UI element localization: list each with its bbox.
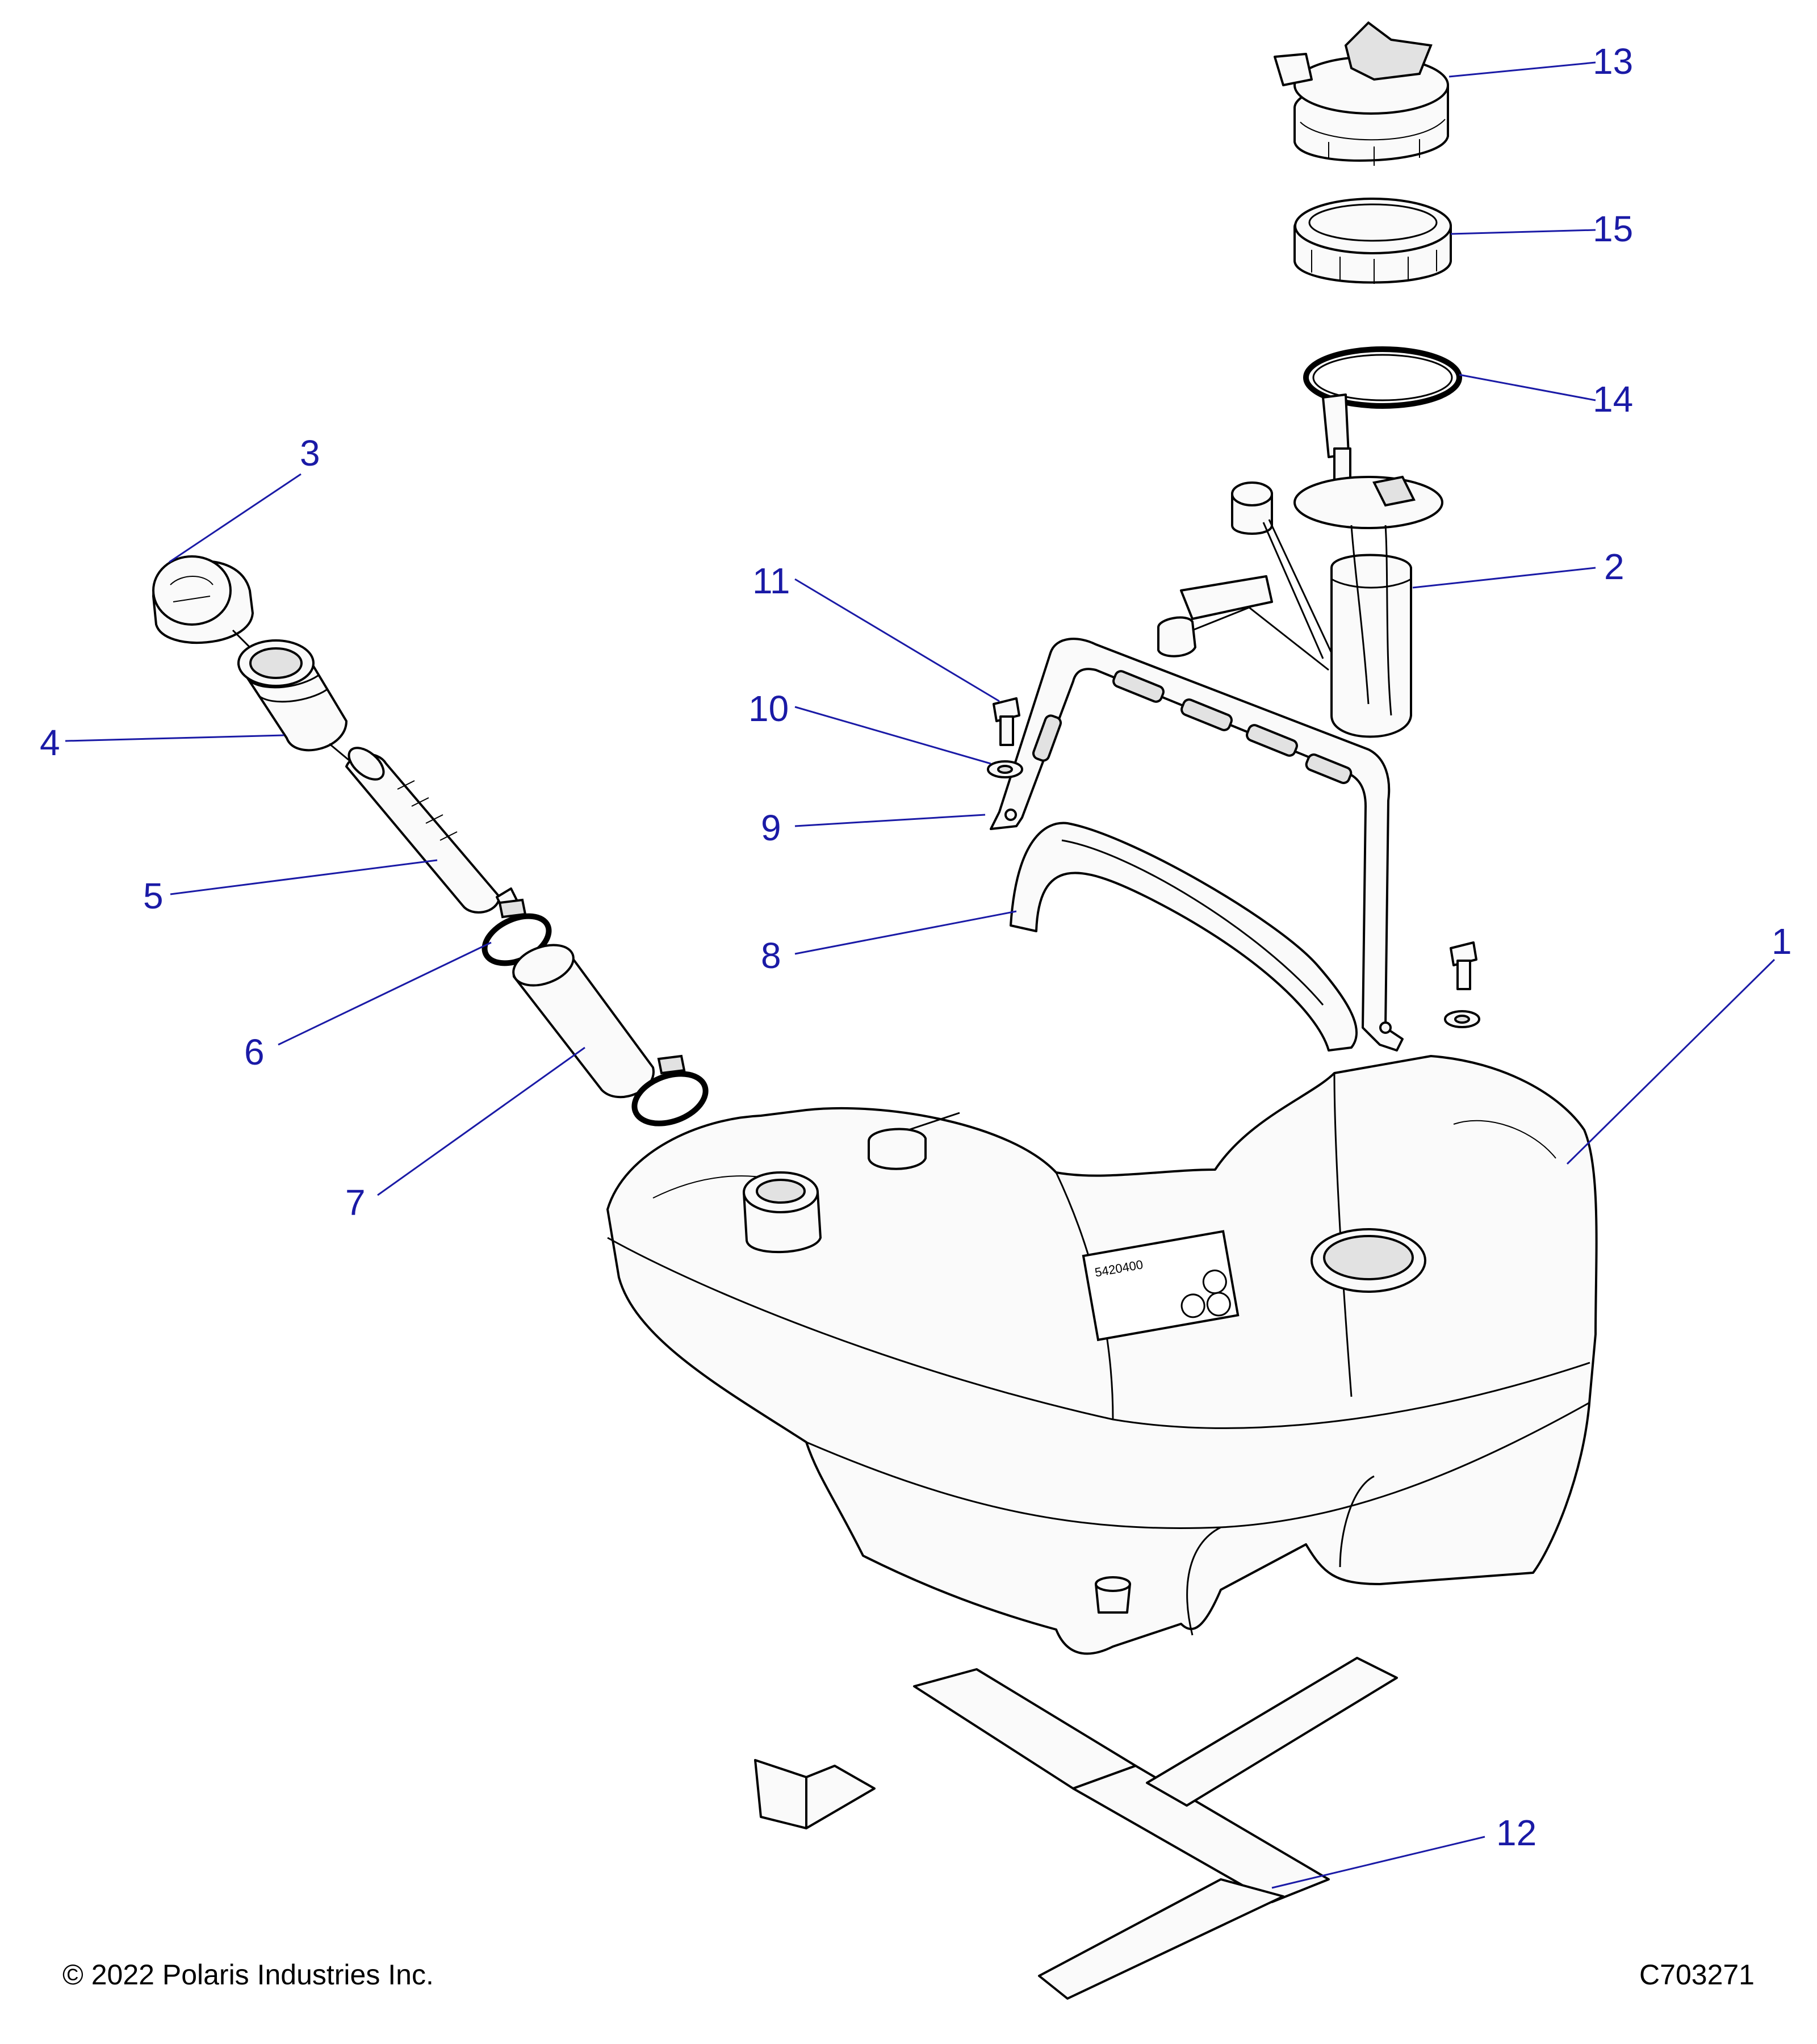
part-14-seal <box>1303 346 1462 409</box>
part-3-fuel-cap <box>152 555 279 677</box>
part-12-foam-pads <box>754 1657 1398 2000</box>
part-15-locking-ring <box>1293 198 1452 284</box>
part-8-lower-strap <box>1010 822 1358 1052</box>
part-4-filler-neck <box>237 639 364 773</box>
callout-11: 11 <box>752 560 790 601</box>
callout-1: 1 <box>1772 921 1792 962</box>
callout-14: 14 <box>1593 379 1633 420</box>
callout-8: 8 <box>761 935 781 976</box>
callout-12: 12 <box>1496 1812 1537 1853</box>
callout-3: 3 <box>300 433 320 474</box>
callout-15: 15 <box>1593 208 1633 249</box>
part-1-fuel-tank: 5420400 <box>606 1055 1598 1655</box>
callout-9: 9 <box>761 807 781 848</box>
callout-13: 13 <box>1593 41 1633 82</box>
part-10-washer <box>987 760 1023 778</box>
callout-4: 4 <box>40 722 60 763</box>
tank-decal: 5420400 <box>1082 1230 1240 1342</box>
callout-2: 2 <box>1604 546 1625 587</box>
callout-5: 5 <box>143 876 164 916</box>
leader-lines <box>65 61 1776 1889</box>
part-5-filler-tube <box>345 747 521 915</box>
callout-6: 6 <box>244 1032 265 1073</box>
copyright-text: © 2022 Polaris Industries Inc. <box>62 1959 434 1991</box>
part-13-lock-cover <box>1274 21 1449 166</box>
part-2-fuel-pump <box>1157 393 1443 738</box>
part-7-filler-hose <box>512 944 709 1126</box>
callout-labels: 13 15 14 2 1 3 4 5 6 7 8 9 10 11 12 <box>40 41 1792 1853</box>
part-9-upper-strap <box>990 638 1404 1052</box>
part-11-bolt <box>993 697 1020 746</box>
second-washer <box>1444 1010 1480 1028</box>
second-bolt <box>1450 941 1477 990</box>
callout-7: 7 <box>345 1182 366 1223</box>
figure-code: C703271 <box>1639 1959 1755 1991</box>
callout-10: 10 <box>748 688 789 729</box>
